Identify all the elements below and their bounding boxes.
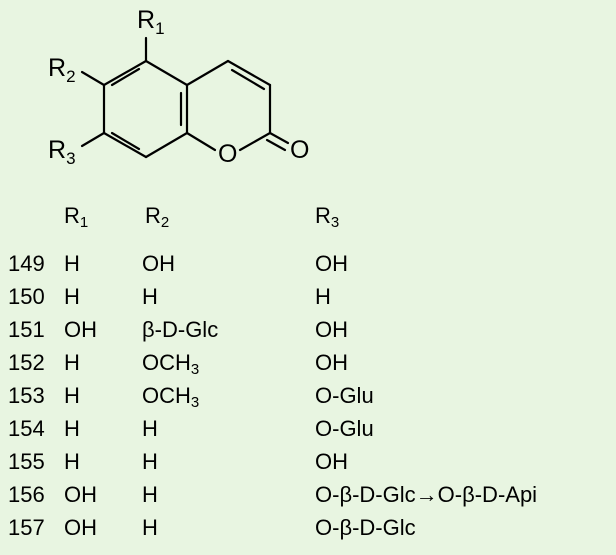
compound-number: 154 — [8, 416, 45, 441]
r2-value: H — [142, 284, 158, 309]
carbonyl-oxygen-label: O — [290, 136, 309, 164]
r2-value: H — [142, 449, 158, 474]
r2-label: R2 — [48, 54, 76, 86]
r1-value: H — [64, 251, 80, 276]
r3-label: R3 — [48, 136, 76, 168]
r3-value: O-β-D-Glc→O-β-D-Api — [315, 482, 538, 507]
r1-value: H — [64, 449, 80, 474]
r1-value: OH — [64, 515, 97, 540]
r3-value: H — [315, 284, 331, 309]
r3-value: OH — [315, 350, 348, 375]
r2-value: OH — [142, 251, 175, 276]
compound-number: 156 — [8, 482, 45, 507]
r1-value: H — [64, 284, 80, 309]
r2-value: H — [142, 515, 158, 540]
r3-value: OH — [315, 251, 348, 276]
r3-value: O-Glu — [315, 416, 374, 441]
r3-value: O-β-D-Glc — [315, 515, 416, 540]
r2-value: OCH3 — [142, 350, 200, 378]
compound-number: 149 — [8, 251, 45, 276]
r1-value: OH — [64, 317, 97, 342]
r1-value: H — [64, 350, 80, 375]
compound-number: 157 — [8, 515, 45, 540]
r2-value: H — [142, 482, 158, 507]
r3-value: O-Glu — [315, 383, 374, 408]
header-r2: R2 — [145, 203, 170, 231]
r3-value: OH — [315, 317, 348, 342]
compound-number: 151 — [8, 317, 45, 342]
coumarin-structure: O O R1 R2 R3 — [48, 6, 309, 168]
bonds — [80, 36, 290, 159]
r2-value: H — [142, 416, 158, 441]
ring-oxygen-label: O — [218, 140, 237, 168]
r2-value: β-D-Glc — [142, 317, 219, 342]
r1-label: R1 — [137, 6, 165, 38]
compound-number: 153 — [8, 383, 45, 408]
r3-value: OH — [315, 449, 348, 474]
r1-value: H — [64, 383, 80, 408]
r2-value: OCH3 — [142, 383, 200, 411]
compound-number: 155 — [8, 449, 45, 474]
compound-number: 152 — [8, 350, 45, 375]
header-r3: R3 — [315, 203, 340, 231]
compound-number: 150 — [8, 284, 45, 309]
r1-value: H — [64, 416, 80, 441]
r1-value: OH — [64, 482, 97, 507]
header-r1: R1 — [64, 203, 89, 231]
